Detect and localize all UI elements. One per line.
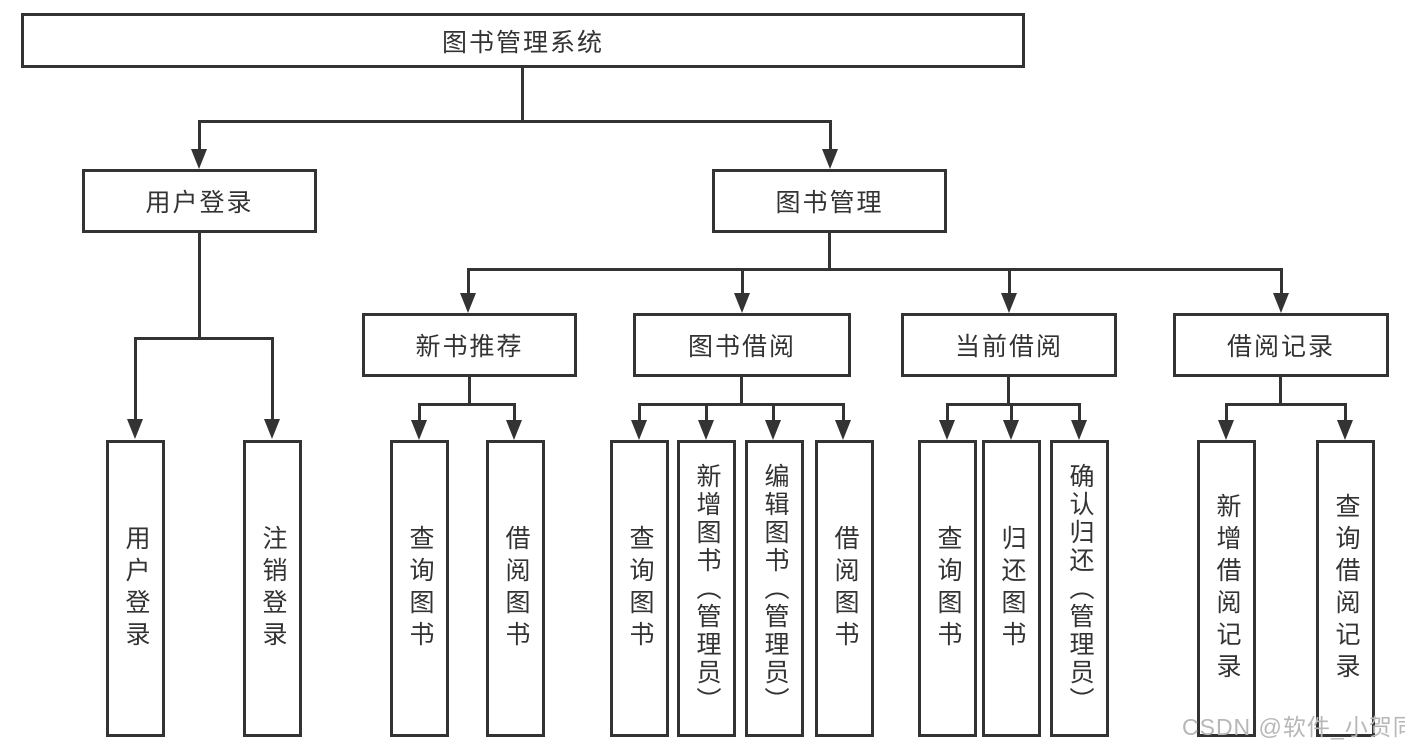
arrowhead-down-icon bbox=[835, 420, 851, 440]
leaf-borrow-books-recommend: 借阅图书 bbox=[486, 440, 545, 737]
leaf-edit-book-admin: 编辑图书（管理员） bbox=[745, 440, 804, 737]
leaf-logout: 注销登录 bbox=[243, 440, 302, 737]
leaf-return-book: 归还图书 bbox=[982, 440, 1041, 737]
leaf-label: 新增借阅记录 bbox=[1213, 492, 1241, 685]
node-label: 当前借阅 bbox=[954, 333, 1063, 361]
hline bbox=[467, 268, 1283, 271]
vline bbox=[467, 268, 470, 294]
vline bbox=[468, 377, 471, 405]
node-new-book-recommend: 新书推荐 bbox=[362, 313, 577, 377]
vline bbox=[521, 68, 524, 123]
leaf-label: 归还图书 bbox=[998, 524, 1026, 653]
node-label: 借阅记录 bbox=[1226, 333, 1335, 361]
leaf-confirm-return-admin: 确认归还（管理员） bbox=[1050, 440, 1109, 737]
hline bbox=[418, 403, 516, 406]
node-library-system: 图书管理系统 bbox=[21, 13, 1025, 68]
vline bbox=[772, 403, 775, 420]
leaf-label: 编辑图书（管理员） bbox=[761, 462, 789, 715]
vline bbox=[946, 403, 949, 420]
leaf-query-books-recommend: 查询图书 bbox=[390, 440, 449, 737]
vline bbox=[740, 377, 743, 405]
arrowhead-down-icon bbox=[1218, 420, 1234, 440]
leaf-label: 注销登录 bbox=[259, 524, 287, 653]
node-label: 图书管理 bbox=[775, 189, 884, 217]
leaf-label: 查询图书 bbox=[626, 524, 654, 653]
vline bbox=[1008, 268, 1011, 294]
leaf-label: 查询借阅记录 bbox=[1332, 492, 1360, 685]
hline bbox=[946, 403, 1081, 406]
leaf-query-books-borrow: 查询图书 bbox=[610, 440, 669, 737]
node-borrow-records: 借阅记录 bbox=[1173, 313, 1389, 377]
node-current-borrow: 当前借阅 bbox=[901, 313, 1117, 377]
leaf-label: 确认归还（管理员） bbox=[1066, 462, 1094, 715]
node-book-borrow: 图书借阅 bbox=[633, 313, 851, 377]
arrowhead-down-icon bbox=[264, 419, 280, 439]
arrowhead-down-icon bbox=[127, 419, 143, 439]
arrowhead-down-icon bbox=[631, 420, 647, 440]
vline bbox=[828, 233, 831, 270]
leaf-label: 用户登录 bbox=[122, 524, 150, 653]
arrowhead-down-icon bbox=[1273, 293, 1289, 313]
vline bbox=[1279, 377, 1282, 405]
arrowhead-down-icon bbox=[411, 420, 427, 440]
vline bbox=[134, 337, 137, 420]
arrowhead-down-icon bbox=[822, 149, 838, 169]
vline bbox=[198, 120, 201, 150]
leaf-label: 查询图书 bbox=[934, 524, 962, 653]
vline bbox=[418, 403, 421, 420]
arrowhead-down-icon bbox=[734, 293, 750, 313]
leaf-label: 查询图书 bbox=[406, 524, 434, 653]
leaf-borrow-books: 借阅图书 bbox=[815, 440, 874, 737]
leaf-label: 借阅图书 bbox=[831, 524, 859, 653]
node-book-management: 图书管理 bbox=[712, 169, 947, 233]
vline bbox=[1007, 377, 1010, 405]
vline bbox=[271, 337, 274, 420]
hline bbox=[638, 403, 845, 406]
vline bbox=[638, 403, 641, 420]
arrowhead-down-icon bbox=[1003, 420, 1019, 440]
hline bbox=[1225, 403, 1347, 406]
vline bbox=[829, 120, 832, 150]
leaf-user-login: 用户登录 bbox=[106, 440, 165, 737]
vline bbox=[513, 403, 516, 420]
vline bbox=[842, 403, 845, 420]
node-label: 用户登录 bbox=[145, 189, 254, 217]
arrowhead-down-icon bbox=[1071, 420, 1087, 440]
arrowhead-down-icon bbox=[191, 149, 207, 169]
arrowhead-down-icon bbox=[1337, 420, 1353, 440]
leaf-query-borrow-record: 查询借阅记录 bbox=[1316, 440, 1375, 737]
vline bbox=[198, 233, 201, 338]
node-label: 新书推荐 bbox=[415, 333, 524, 361]
leaf-label: 借阅图书 bbox=[502, 524, 530, 653]
leaf-label: 新增图书（管理员） bbox=[693, 462, 721, 715]
arrowhead-down-icon bbox=[765, 420, 781, 440]
vline bbox=[1344, 403, 1347, 420]
vline bbox=[1280, 268, 1283, 294]
node-label: 图书管理系统 bbox=[441, 28, 604, 57]
arrowhead-down-icon bbox=[939, 420, 955, 440]
vline bbox=[741, 268, 744, 294]
hline bbox=[198, 120, 832, 123]
node-label: 图书借阅 bbox=[687, 333, 796, 361]
arrowhead-down-icon bbox=[506, 420, 522, 440]
leaf-add-book-admin: 新增图书（管理员） bbox=[677, 440, 736, 737]
csdn-watermark: CSDN @软件_小贺同学 bbox=[1182, 714, 1405, 740]
leaf-query-books-current: 查询图书 bbox=[918, 440, 977, 737]
arrowhead-down-icon bbox=[698, 420, 714, 440]
vline bbox=[705, 403, 708, 420]
vline bbox=[1010, 403, 1013, 420]
leaf-add-borrow-record: 新增借阅记录 bbox=[1197, 440, 1256, 737]
hline bbox=[134, 337, 274, 340]
vline bbox=[1078, 403, 1081, 420]
node-user-login: 用户登录 bbox=[82, 169, 317, 233]
arrowhead-down-icon bbox=[460, 293, 476, 313]
arrowhead-down-icon bbox=[1001, 293, 1017, 313]
vline bbox=[1225, 403, 1228, 420]
